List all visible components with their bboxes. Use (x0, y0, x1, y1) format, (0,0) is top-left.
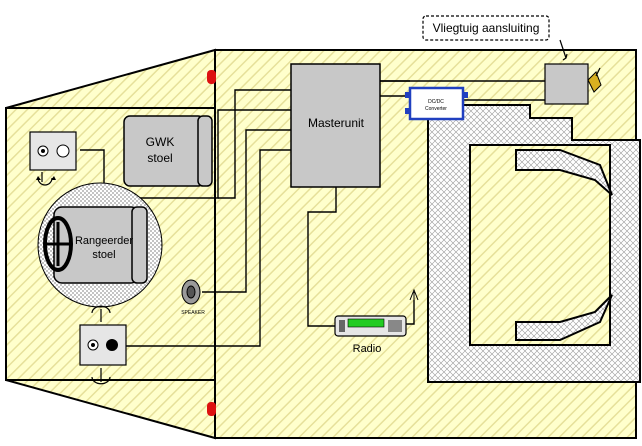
antenna-icon (409, 288, 419, 301)
gwk-seat-label-line2: stoel (147, 151, 172, 165)
callout-box (422, 15, 550, 41)
aircraft-connection: Vliegtuig aansluiting (422, 15, 602, 105)
red-marker-top (207, 70, 216, 84)
red-marker-bottom (207, 402, 216, 416)
speaker-label: SPEAKER (181, 310, 205, 316)
control-panel-bottom (79, 305, 127, 385)
steering-wheel-icon (43, 216, 73, 272)
masterunit-label: Masterunit (308, 116, 365, 130)
control-panel-top (29, 131, 77, 186)
converter-label-line1: DC/DC (428, 99, 444, 105)
callout-label: Vliegtuig aansluiting (433, 21, 540, 35)
control-panel-icon (29, 131, 77, 186)
plug-icon (587, 67, 602, 93)
red-markers (207, 70, 216, 416)
masterunit: Masterunit (290, 63, 381, 188)
cargo-frame (427, 104, 641, 383)
rangeerder-seat-label-line1: Rangeerder (75, 235, 133, 247)
gwk-seat: GWK stoel (123, 115, 213, 187)
speaker: SPEAKER (181, 279, 205, 316)
gwk-seat-label-line1: GWK (146, 135, 175, 149)
wires (80, 80, 545, 347)
rangeerder-seat-label-line2: stoel (92, 249, 115, 261)
radio: Radio (334, 288, 419, 355)
converter-label-line2: Converter (425, 106, 447, 112)
rangeerder-area: Rangeerder stoel (37, 182, 163, 308)
speaker-icon (181, 279, 201, 305)
radio-label: Radio (353, 343, 382, 355)
dc-dc-converter: DC/DC Converter (405, 86, 468, 121)
